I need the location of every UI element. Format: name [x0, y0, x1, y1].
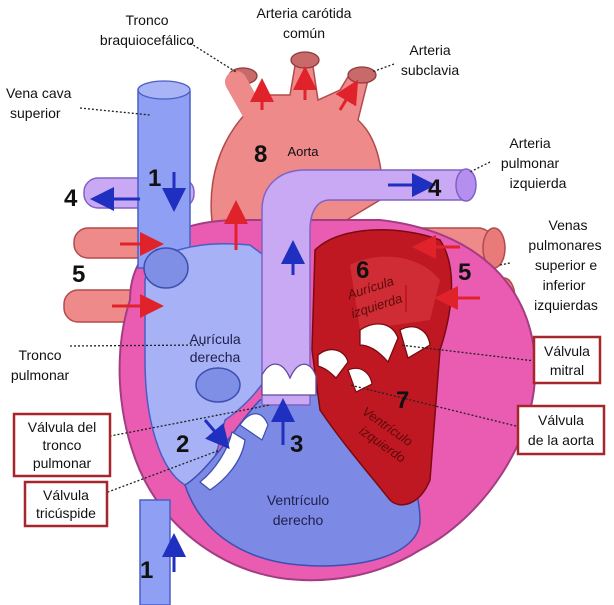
step-4-left: 4 — [64, 185, 78, 212]
label-valvula-tricuspide-1: Válvula — [43, 487, 89, 503]
label-auricula-derecha-1: Aurícula — [189, 331, 241, 347]
step-3: 3 — [290, 431, 303, 458]
label-auricula-derecha-2: derecha — [190, 349, 241, 365]
label-valvula-aorta-2: de la aorta — [528, 432, 594, 448]
label-valvula-tronco-1: Válvula del — [28, 419, 97, 435]
label-arteria-pulmonar-2: pulmonar — [501, 155, 560, 171]
superior-vena-cava — [138, 81, 190, 268]
step-8: 8 — [254, 141, 267, 168]
label-venas-pulmonares-3: superior e — [535, 257, 597, 273]
label-valvula-mitral-2: mitral — [550, 362, 584, 378]
step-7: 7 — [396, 387, 409, 414]
label-venas-pulmonares-5: izquierdas — [534, 297, 598, 313]
label-tronco-pulmonar-1: Tronco — [18, 347, 61, 363]
step-5-right: 5 — [458, 259, 471, 286]
inferior-vena-cava — [140, 500, 170, 605]
label-arteria-pulmonar-3: izquierda — [510, 175, 567, 191]
label-ventriculo-derecho-2: derecho — [273, 512, 324, 528]
label-tronco-pulmonar-2: pulmonar — [11, 367, 70, 383]
label-tronco-braquiocefalico-1: Tronco — [125, 12, 168, 28]
label-valvula-tronco-2: tronco — [43, 437, 82, 453]
label-vena-cava-2: superior — [10, 105, 61, 121]
label-vena-cava-1: Vena cava — [6, 85, 72, 101]
label-venas-pulmonares-4: inferior — [543, 277, 586, 293]
step-2: 2 — [176, 431, 189, 458]
label-venas-pulmonares-1: Venas — [549, 217, 588, 233]
step-1-top: 1 — [148, 165, 161, 192]
step-4-right: 4 — [428, 175, 442, 202]
label-valvula-aorta-1: Válvula — [538, 412, 584, 428]
label-aorta: Aorta — [287, 144, 319, 159]
label-arteria-carotida-2: común — [283, 25, 325, 41]
label-valvula-tricuspide-2: tricúspide — [36, 505, 96, 521]
label-valvula-mitral-1: Válvula — [544, 343, 590, 359]
step-6: 6 — [356, 257, 369, 284]
label-venas-pulmonares-2: pulmonares — [528, 237, 601, 253]
label-ventriculo-derecho-1: Ventrículo — [267, 492, 329, 508]
label-valvula-tronco-3: pulmonar — [33, 455, 92, 471]
label-arteria-carotida-1: Arteria carótida — [257, 5, 352, 21]
label-arteria-pulmonar-1: Arteria — [509, 135, 550, 151]
step-1-bottom: 1 — [140, 557, 153, 584]
label-tronco-braquiocefalico-2: braquiocefálico — [100, 32, 194, 48]
step-5-left: 5 — [72, 261, 85, 288]
label-arteria-subclavia-2: subclavia — [401, 62, 460, 78]
label-arteria-subclavia-1: Arteria — [409, 42, 450, 58]
